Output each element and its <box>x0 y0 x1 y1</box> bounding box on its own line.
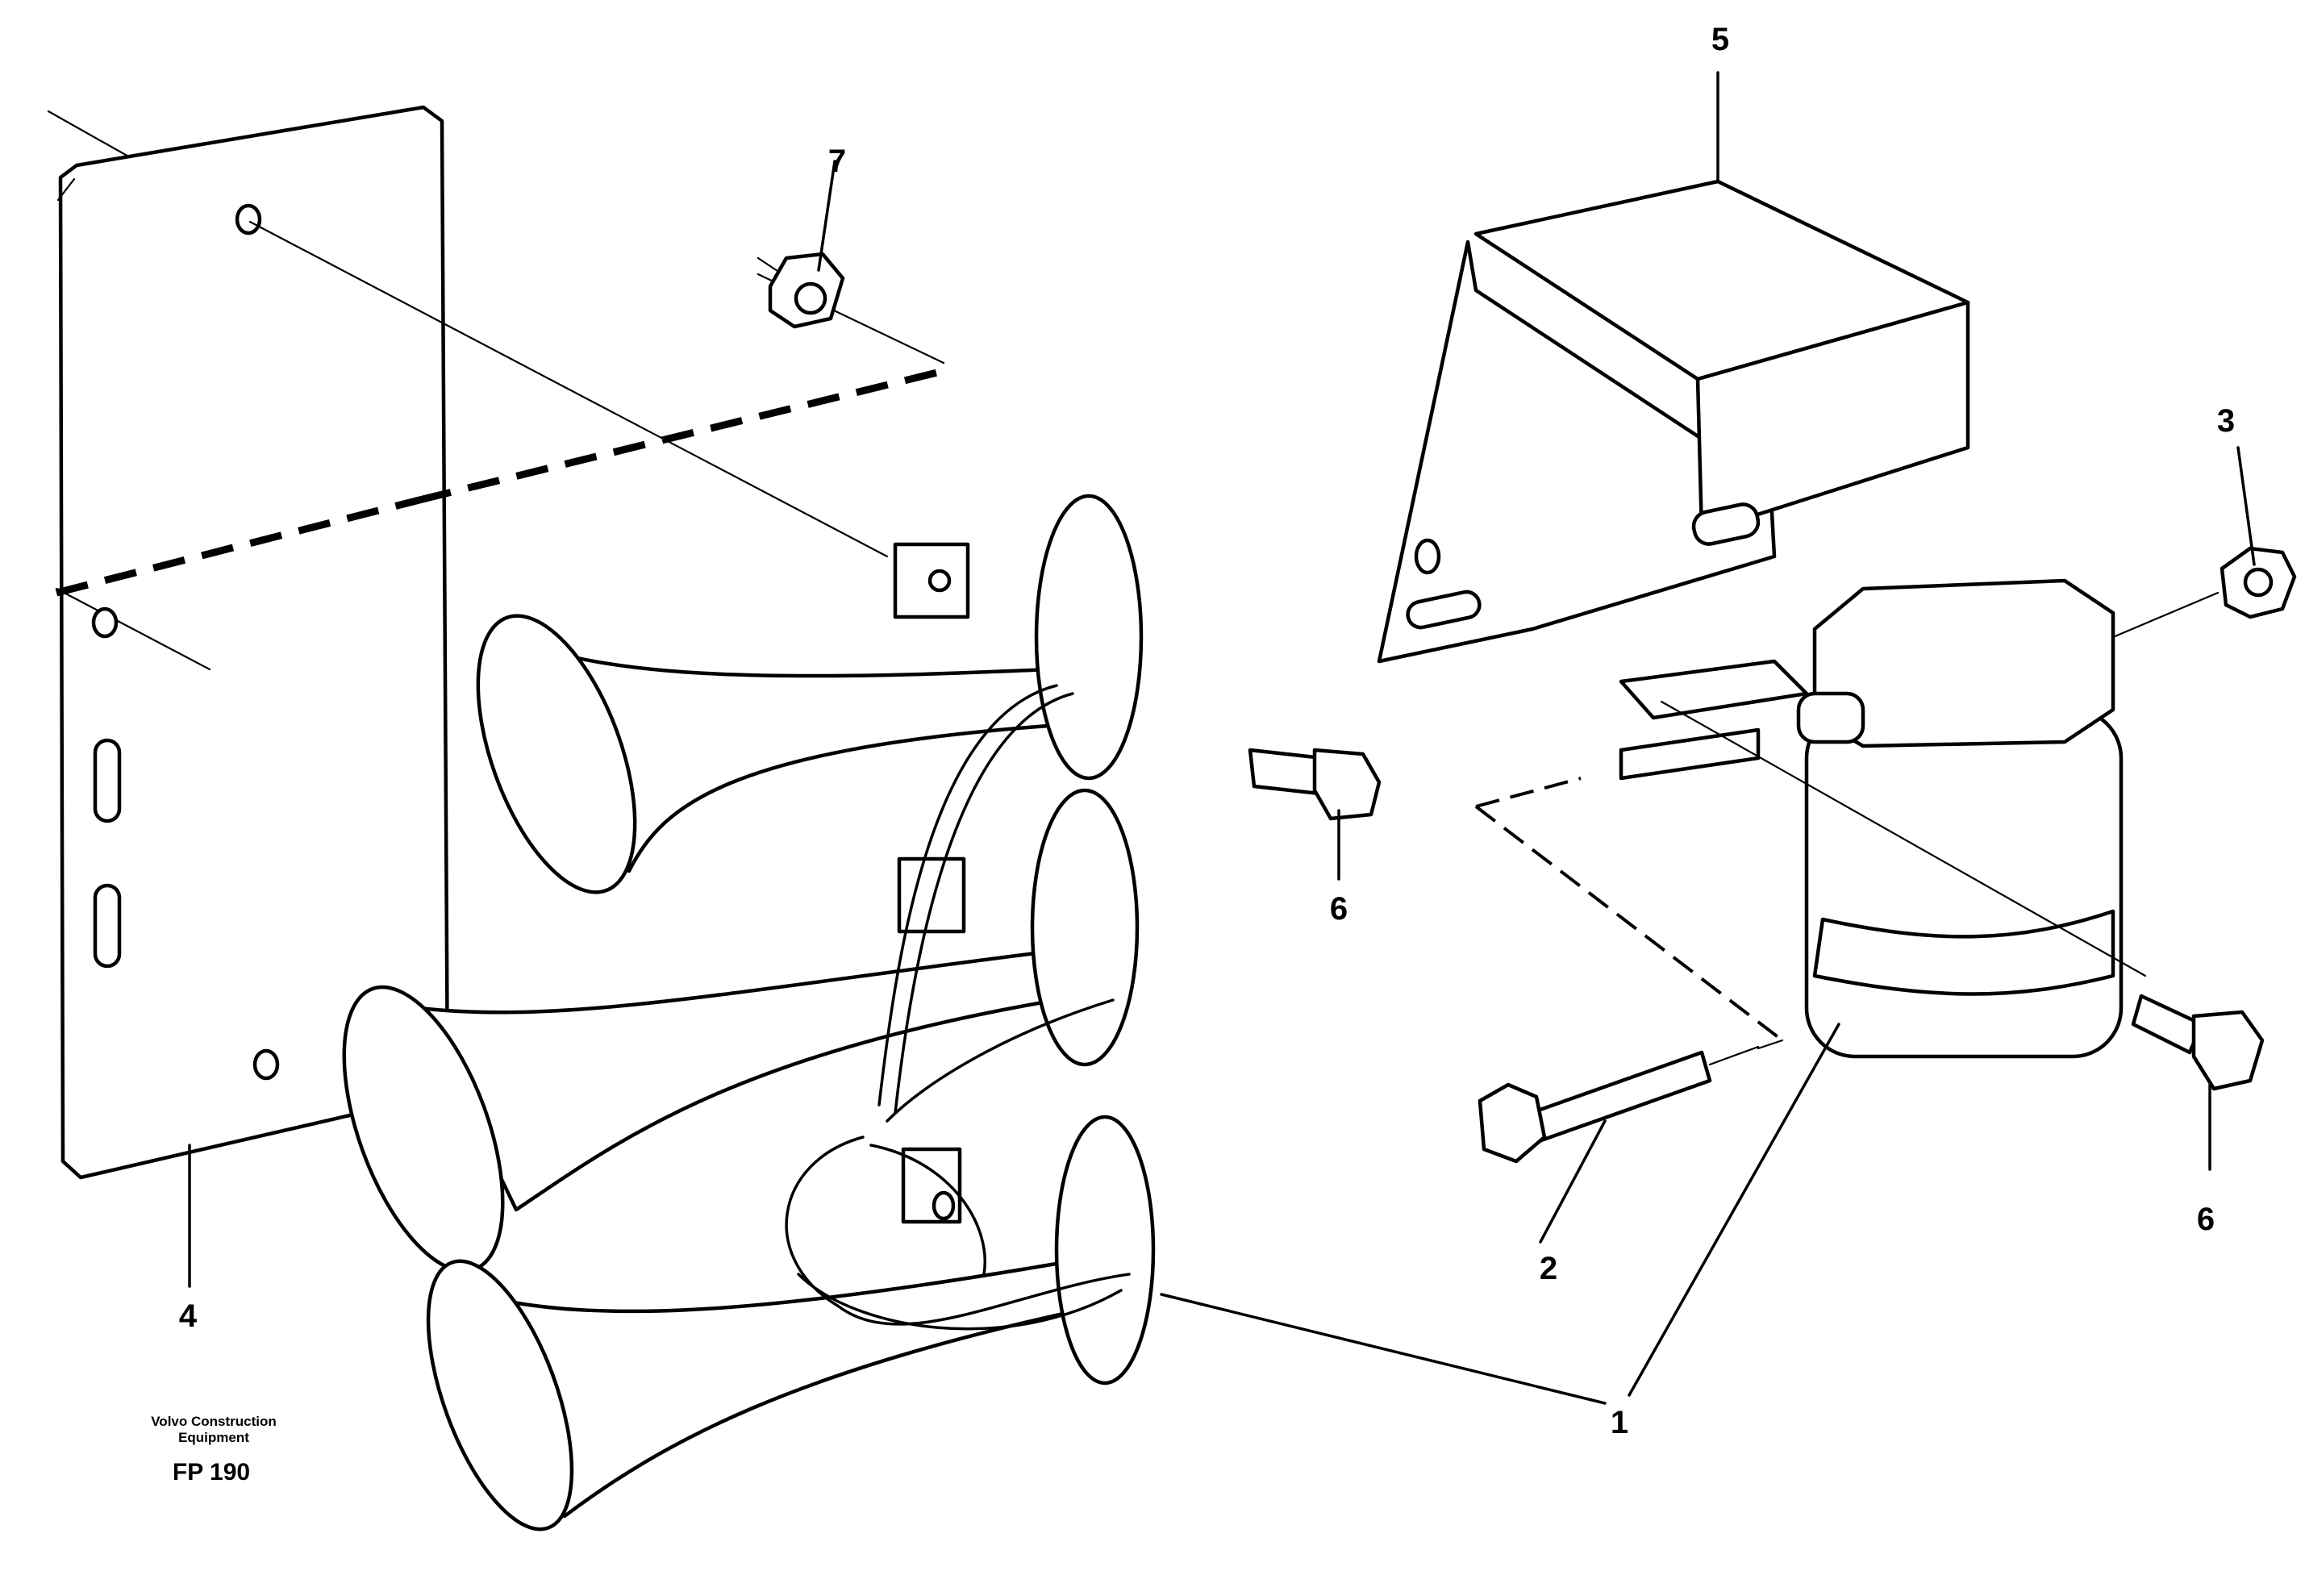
bolt-6-left <box>1248 748 1382 821</box>
cover-bracket <box>1377 179 1970 664</box>
callout-6-right: 6 <box>2197 1202 2215 1237</box>
company-name-line2: Equipment <box>178 1430 249 1445</box>
alignment-dash-line-upper <box>418 367 945 504</box>
nut-7 <box>757 252 845 329</box>
bolt-6-right <box>1660 700 2265 1091</box>
callout-6-left: 6 <box>1330 891 1348 927</box>
callout-5: 5 <box>1711 22 1729 57</box>
horn-top <box>476 494 1144 894</box>
mounting-plate <box>47 105 450 1180</box>
air-hoses <box>785 684 1131 1331</box>
bolt-2 <box>1478 1045 1760 1164</box>
callout-7: 7 <box>828 144 846 179</box>
callout-2: 2 <box>1540 1251 1557 1286</box>
callout-3: 3 <box>2217 403 2235 439</box>
callout-4: 4 <box>179 1298 198 1334</box>
compressor-unit <box>1619 578 2124 1059</box>
company-name-line1: Volvo Construction <box>151 1414 277 1429</box>
dash-guide-right <box>1474 777 1784 1042</box>
callout-1: 1 <box>1611 1405 1628 1440</box>
alignment-dash-line <box>55 496 421 597</box>
horn-middle <box>342 788 1140 1273</box>
leader-lines <box>188 71 2256 1405</box>
nut-3 <box>2111 546 2297 639</box>
figure-code: FP 190 <box>173 1459 250 1486</box>
